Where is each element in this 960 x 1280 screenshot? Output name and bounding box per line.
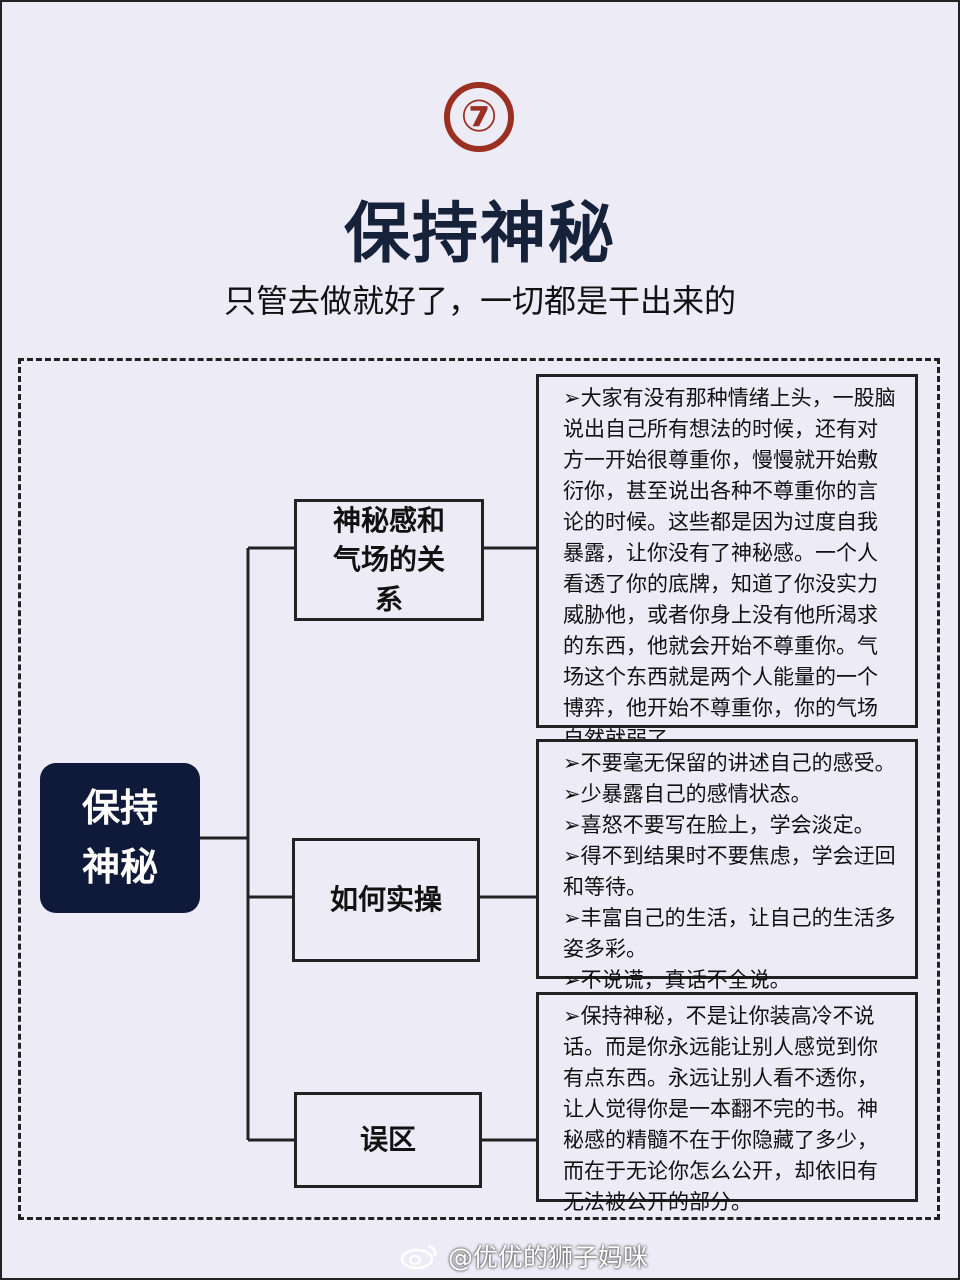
detail-box-misconception: ➢保持神秘，不是让你装高冷不说话。而是你永远能让别人感觉到你有点东西。永远让别人… (536, 992, 918, 1214)
branch-label-line: 气场的关 (332, 543, 445, 577)
detail-list-item: ➢不说谎，真话不全说。 (563, 968, 791, 992)
branch-label-line: 如何实操 (329, 883, 442, 917)
detail-list-item: ➢不要毫无保留的讲述自己的感受。 (563, 751, 896, 775)
root-node: 保持 神秘 (40, 763, 200, 913)
branch-node-mystery-aura: 神秘感和 气场的关 系 (294, 499, 484, 621)
branch-label-line: 系 (374, 582, 403, 616)
page-title: 保持神秘 (344, 195, 616, 272)
weibo-icon (400, 1244, 437, 1270)
watermark: @优优的狮子妈咪 (400, 1238, 648, 1274)
detail-box-how-to-practice: ➢不要毫无保留的讲述自己的感受。 ➢少暴露自己的感情状态。 ➢喜怒不要写在脸上，… (536, 739, 918, 992)
detail-text: ➢大家有没有那种情绪上头，一股脑说出自己所有想法的时候，还有对方一开始很尊重你，… (563, 386, 896, 751)
detail-list-item: ➢喜怒不要写在脸上，学会淡定。 (563, 813, 875, 837)
detail-list-item: ➢得不到结果时不要焦虑，学会迂回和等待。 (563, 844, 896, 899)
branch-label-line: 误区 (359, 1123, 416, 1157)
mindmap-frame (18, 358, 940, 1220)
root-node-line-2: 神秘 (81, 845, 158, 889)
watermark-text: @优优的狮子妈咪 (448, 1243, 649, 1272)
page-subtitle: 只管去做就好了，一切都是干出来的 (223, 282, 736, 320)
detail-box-mystery-aura: ➢大家有没有那种情绪上头，一股脑说出自己所有想法的时候，还有对方一开始很尊重你，… (536, 374, 918, 751)
step-number-badge: ⑦ (444, 82, 514, 152)
root-node-line-1: 保持 (81, 786, 158, 831)
branch-label-line: 神秘感和 (332, 504, 445, 538)
detail-list-item: ➢少暴露自己的感情状态。 (563, 782, 812, 806)
detail-text: ➢保持神秘，不是让你装高冷不说话。而是你永远能让别人感觉到你有点东西。永远让别人… (563, 1004, 878, 1214)
branch-node-how-to-practice: 如何实操 (292, 838, 480, 962)
detail-list-item: ➢丰富自己的生活，让自己的生活多姿多彩。 (563, 906, 896, 961)
branch-node-misconception: 误区 (294, 1092, 482, 1188)
